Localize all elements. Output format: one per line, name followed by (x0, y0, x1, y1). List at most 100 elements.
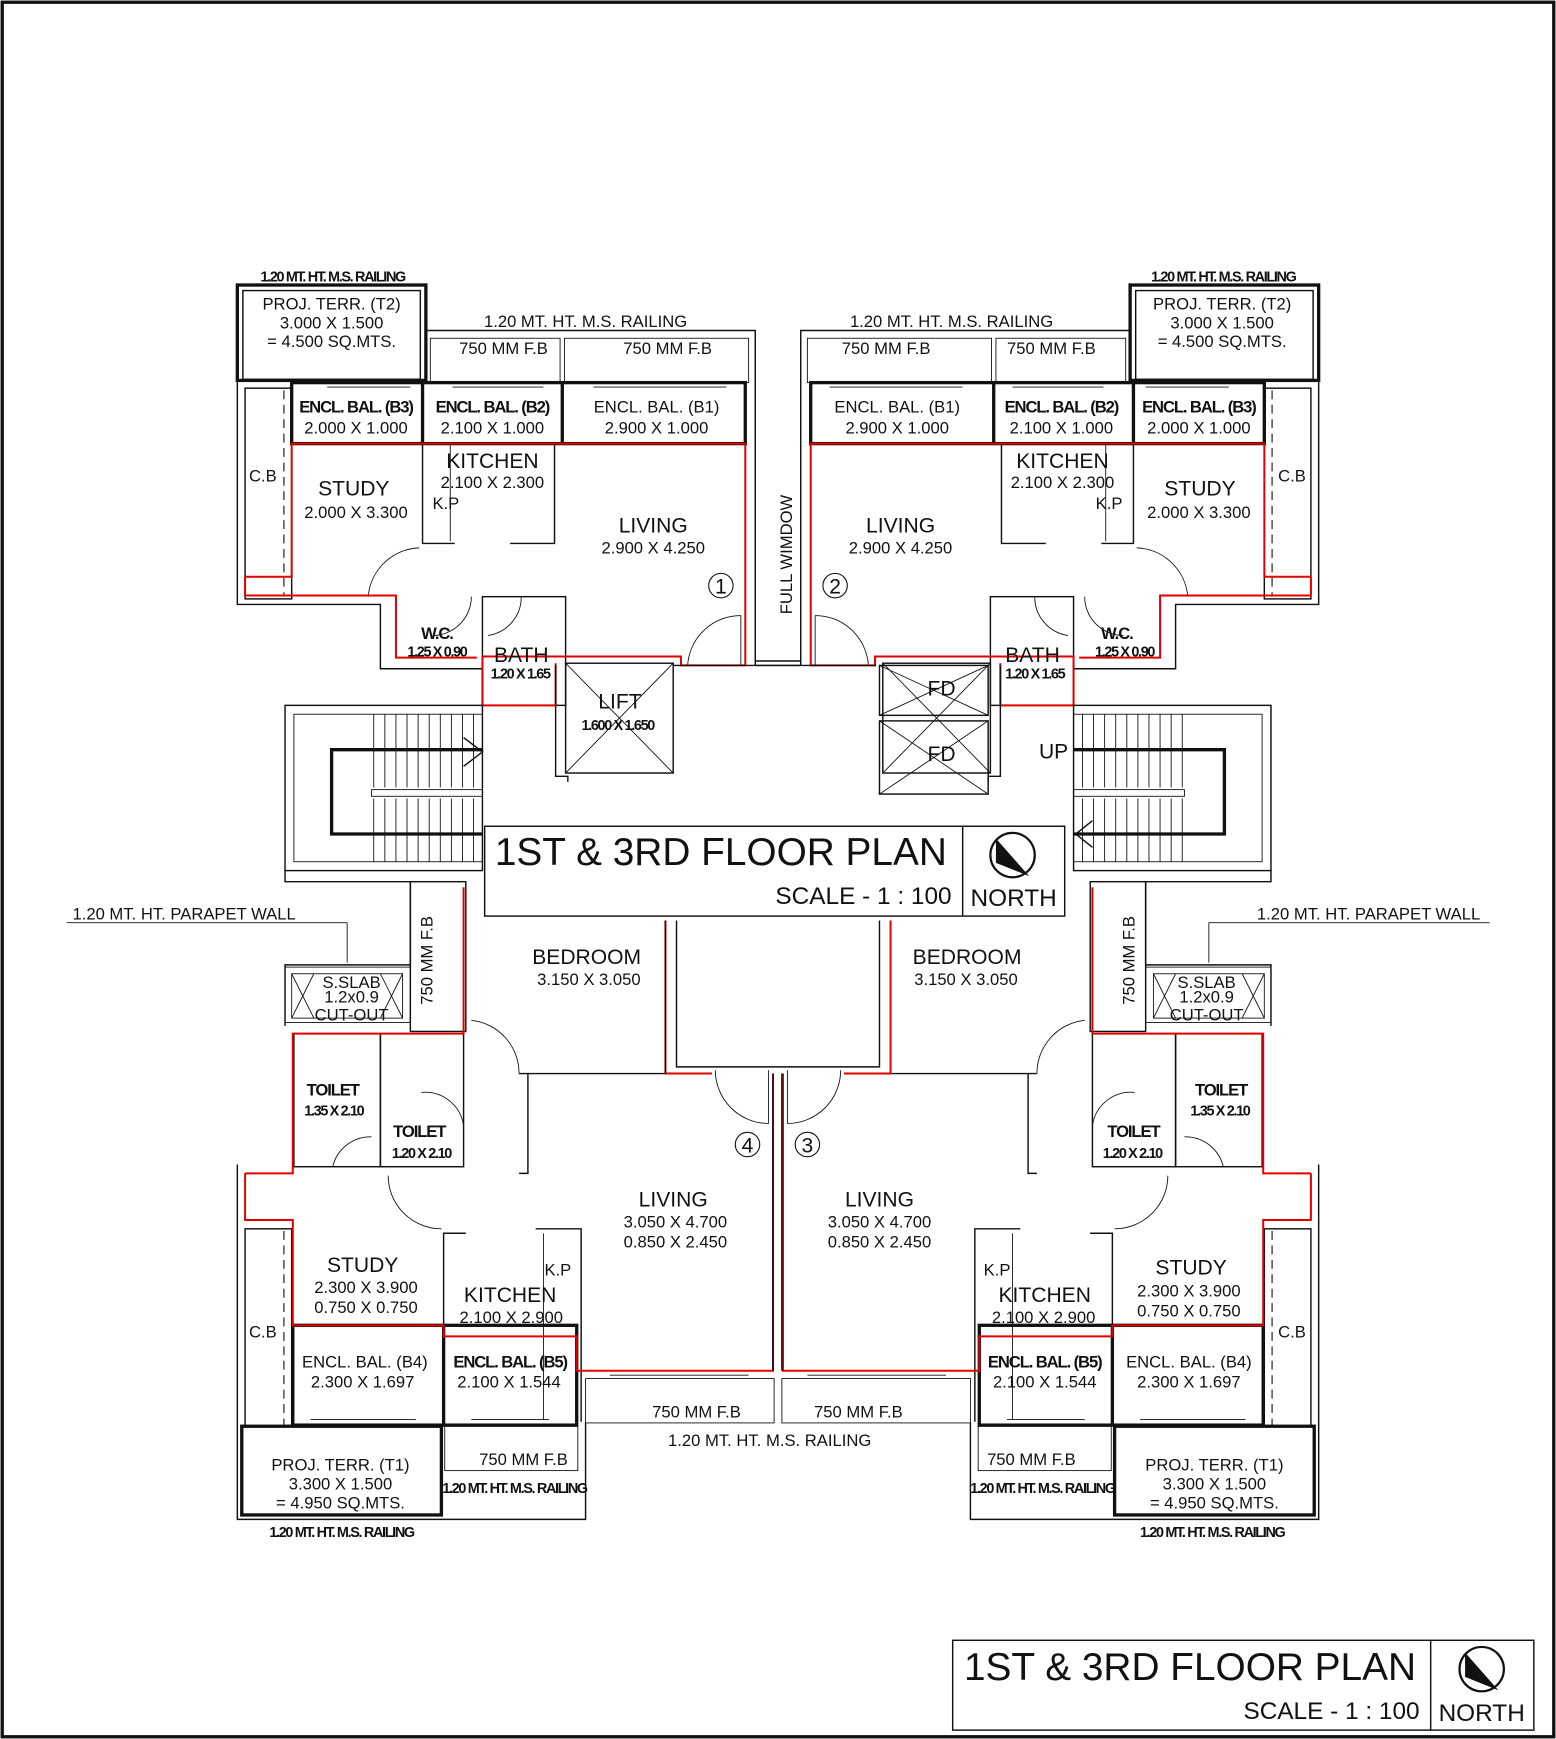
full-window-label: FULL WIMDOW (777, 494, 796, 614)
balcony-b5-size: 2.100 X 1.544 (993, 1372, 1097, 1391)
toilet-size: 1.35 X 2.10 (304, 1104, 364, 1120)
bath-label: BATH (494, 644, 549, 667)
flat-number-marker (734, 1131, 761, 1158)
cutout-label: CUT-OUT (315, 1005, 389, 1024)
railing-label: 1.20 MT. HT. M.S. RAILING (1140, 1525, 1286, 1541)
toilet-size: 1.35 X 2.10 (1190, 1104, 1250, 1120)
fb-label: 750 MM F.B (842, 339, 931, 358)
title-block-center: 1ST & 3RD FLOOR PLAN SCALE - 1 : 100 NOR… (483, 825, 1066, 917)
core-labels: LIFT 1.600 X 1.650 FD FD UP (463, 677, 1093, 848)
study-label: STUDY (327, 1254, 398, 1277)
fb-label: 750 MM F.B (1007, 339, 1096, 358)
stair-treads (373, 714, 1183, 862)
flat-number: 4 (742, 1134, 754, 1157)
study-size: 2.300 X 3.900 (314, 1278, 418, 1297)
stair-arrow-icon (463, 736, 484, 767)
kp-label: K.P (544, 1260, 571, 1279)
proj-terr-area: = 4.950 SQ.MTS. (1150, 1493, 1279, 1512)
balcony-b5-label: ENCL. BAL. (B5) (453, 1352, 567, 1371)
sslab-label: S.SLAB (1178, 973, 1236, 992)
kp-label: K.P (1096, 494, 1123, 513)
balcony-b4-size: 2.300 X 1.697 (1137, 1372, 1241, 1391)
railing-label: 1.20 MT. HT. M.S. RAILING (269, 1525, 415, 1541)
proj-terr-label: PROJ. TERR. (T1) (271, 1456, 409, 1475)
plan-scale: SCALE - 1 : 100 (775, 883, 951, 910)
balcony-b1-size: 2.900 X 1.000 (605, 419, 709, 438)
living-label: LIVING (866, 514, 935, 537)
fb-label: 750 MM F.B (459, 339, 548, 358)
toilet-label: TOILET (1195, 1081, 1248, 1100)
living-label: LIVING (845, 1189, 914, 1212)
living-size: 2.900 X 4.250 (849, 538, 953, 557)
balcony-b5-label: ENCL. BAL. (B5) (988, 1352, 1102, 1371)
flat-number: 2 (829, 575, 841, 598)
balcony-b2-label: ENCL. BAL. (B2) (436, 398, 550, 417)
living-label: LIVING (619, 514, 688, 537)
bedroom-size: 3.150 X 3.050 (914, 970, 1018, 989)
balcony-b3-size: 2.000 X 1.000 (304, 419, 408, 438)
balcony-b1-label: ENCL. BAL. (B1) (594, 398, 720, 417)
balcony-b3-size: 2.000 X 1.000 (1147, 419, 1251, 438)
sslab-size: 1.2x0.9 (324, 988, 379, 1007)
railing-label: 1.20 MT. HT. M.S. RAILING (442, 1481, 588, 1497)
bath-label: BATH (1005, 644, 1060, 667)
kitchen-label: KITCHEN (464, 1284, 556, 1307)
kitchen-label: KITCHEN (1016, 450, 1108, 473)
kp-label: K.P (432, 494, 459, 513)
plan-title: 1ST & 3RD FLOOR PLAN (964, 1646, 1416, 1689)
stair-arrow-icon (1074, 820, 1093, 848)
flat-number: 3 (802, 1134, 814, 1157)
proj-terr-size: 3.300 X 1.500 (289, 1474, 393, 1493)
proj-terr-label: PROJ. TERR. (T2) (262, 294, 400, 313)
lift-label: LIFT (598, 691, 641, 714)
north-label: NORTH (971, 885, 1057, 912)
study-label: STUDY (1164, 478, 1235, 501)
proj-terr-size: 3.000 X 1.500 (1170, 313, 1274, 332)
toilet-size: 1.20 X 2.10 (1103, 1146, 1163, 1162)
fb-label: 750 MM F.B (1120, 916, 1139, 1005)
unit-1-labels: 1.20 MT. HT. M.S. RAILING PROJ. TERR. (T… (249, 270, 796, 683)
wc-size: 1.25 X 0.90 (1095, 645, 1155, 661)
fb-label: 750 MM F.B (814, 1402, 903, 1421)
railing-label: 1.20 MT. HT. M.S. RAILING (970, 1481, 1116, 1497)
railing-label: 1.20 MT. HT. M.S. RAILING (484, 312, 687, 331)
toilet-label: TOILET (307, 1081, 360, 1100)
kitchen-label: KITCHEN (998, 1284, 1090, 1307)
fb-label: 750 MM F.B (987, 1450, 1076, 1469)
cb-label: C.B (1278, 1323, 1306, 1342)
toilet-label: TOILET (393, 1122, 446, 1141)
cutout-label: CUT-OUT (1170, 1005, 1244, 1024)
unit-4-labels: 1.20 MT. HT. PARAPET WALL 750 MM F.B S.S… (72, 904, 871, 1541)
study-label: STUDY (1155, 1256, 1226, 1279)
bedroom-size: 3.150 X 3.050 (537, 970, 641, 989)
study-size: 2.000 X 3.300 (1147, 503, 1251, 522)
balcony-b1-label: ENCL. BAL. (B1) (834, 398, 960, 417)
bedroom-label: BEDROOM (532, 946, 641, 969)
cb-label: C.B (249, 466, 277, 485)
railing-label: 1.20 MT. HT. M.S. RAILING (850, 312, 1053, 331)
balcony-b2-size: 2.100 X 1.000 (1010, 419, 1114, 438)
north-arrow-icon (1458, 1645, 1505, 1693)
balcony-b1-size: 2.900 X 1.000 (845, 419, 949, 438)
kitchen-size: 2.100 X 2.300 (1011, 473, 1115, 492)
flat-number-marker (708, 572, 734, 599)
balcony-b4-label: ENCL. BAL. (B4) (1126, 1352, 1252, 1371)
unit-2-walls (799, 283, 1321, 873)
balcony-b2-label: ENCL. BAL. (B2) (1005, 398, 1119, 417)
living-size: 2.900 X 4.250 (601, 538, 705, 557)
fb-label: 750 MM F.B (418, 916, 437, 1005)
kitchen-label: KITCHEN (446, 450, 538, 473)
proj-terr-area: = 4.950 SQ.MTS. (276, 1493, 405, 1512)
kp-label: K.P (984, 1260, 1011, 1279)
living-size-2: 0.850 X 2.450 (828, 1233, 932, 1252)
living-size: 3.050 X 4.700 (624, 1213, 728, 1232)
lift-size: 1.600 X 1.650 (582, 718, 656, 734)
sslab-size: 1.2x0.9 (1179, 988, 1234, 1007)
bath-size: 1.20 X 1.65 (1005, 667, 1065, 683)
stair-up-label: UP (1039, 741, 1068, 764)
proj-terr-area: = 4.500 SQ.MTS. (267, 332, 396, 351)
proj-terr-label: PROJ. TERR. (T2) (1153, 294, 1291, 313)
flat-number-marker (794, 1131, 821, 1158)
